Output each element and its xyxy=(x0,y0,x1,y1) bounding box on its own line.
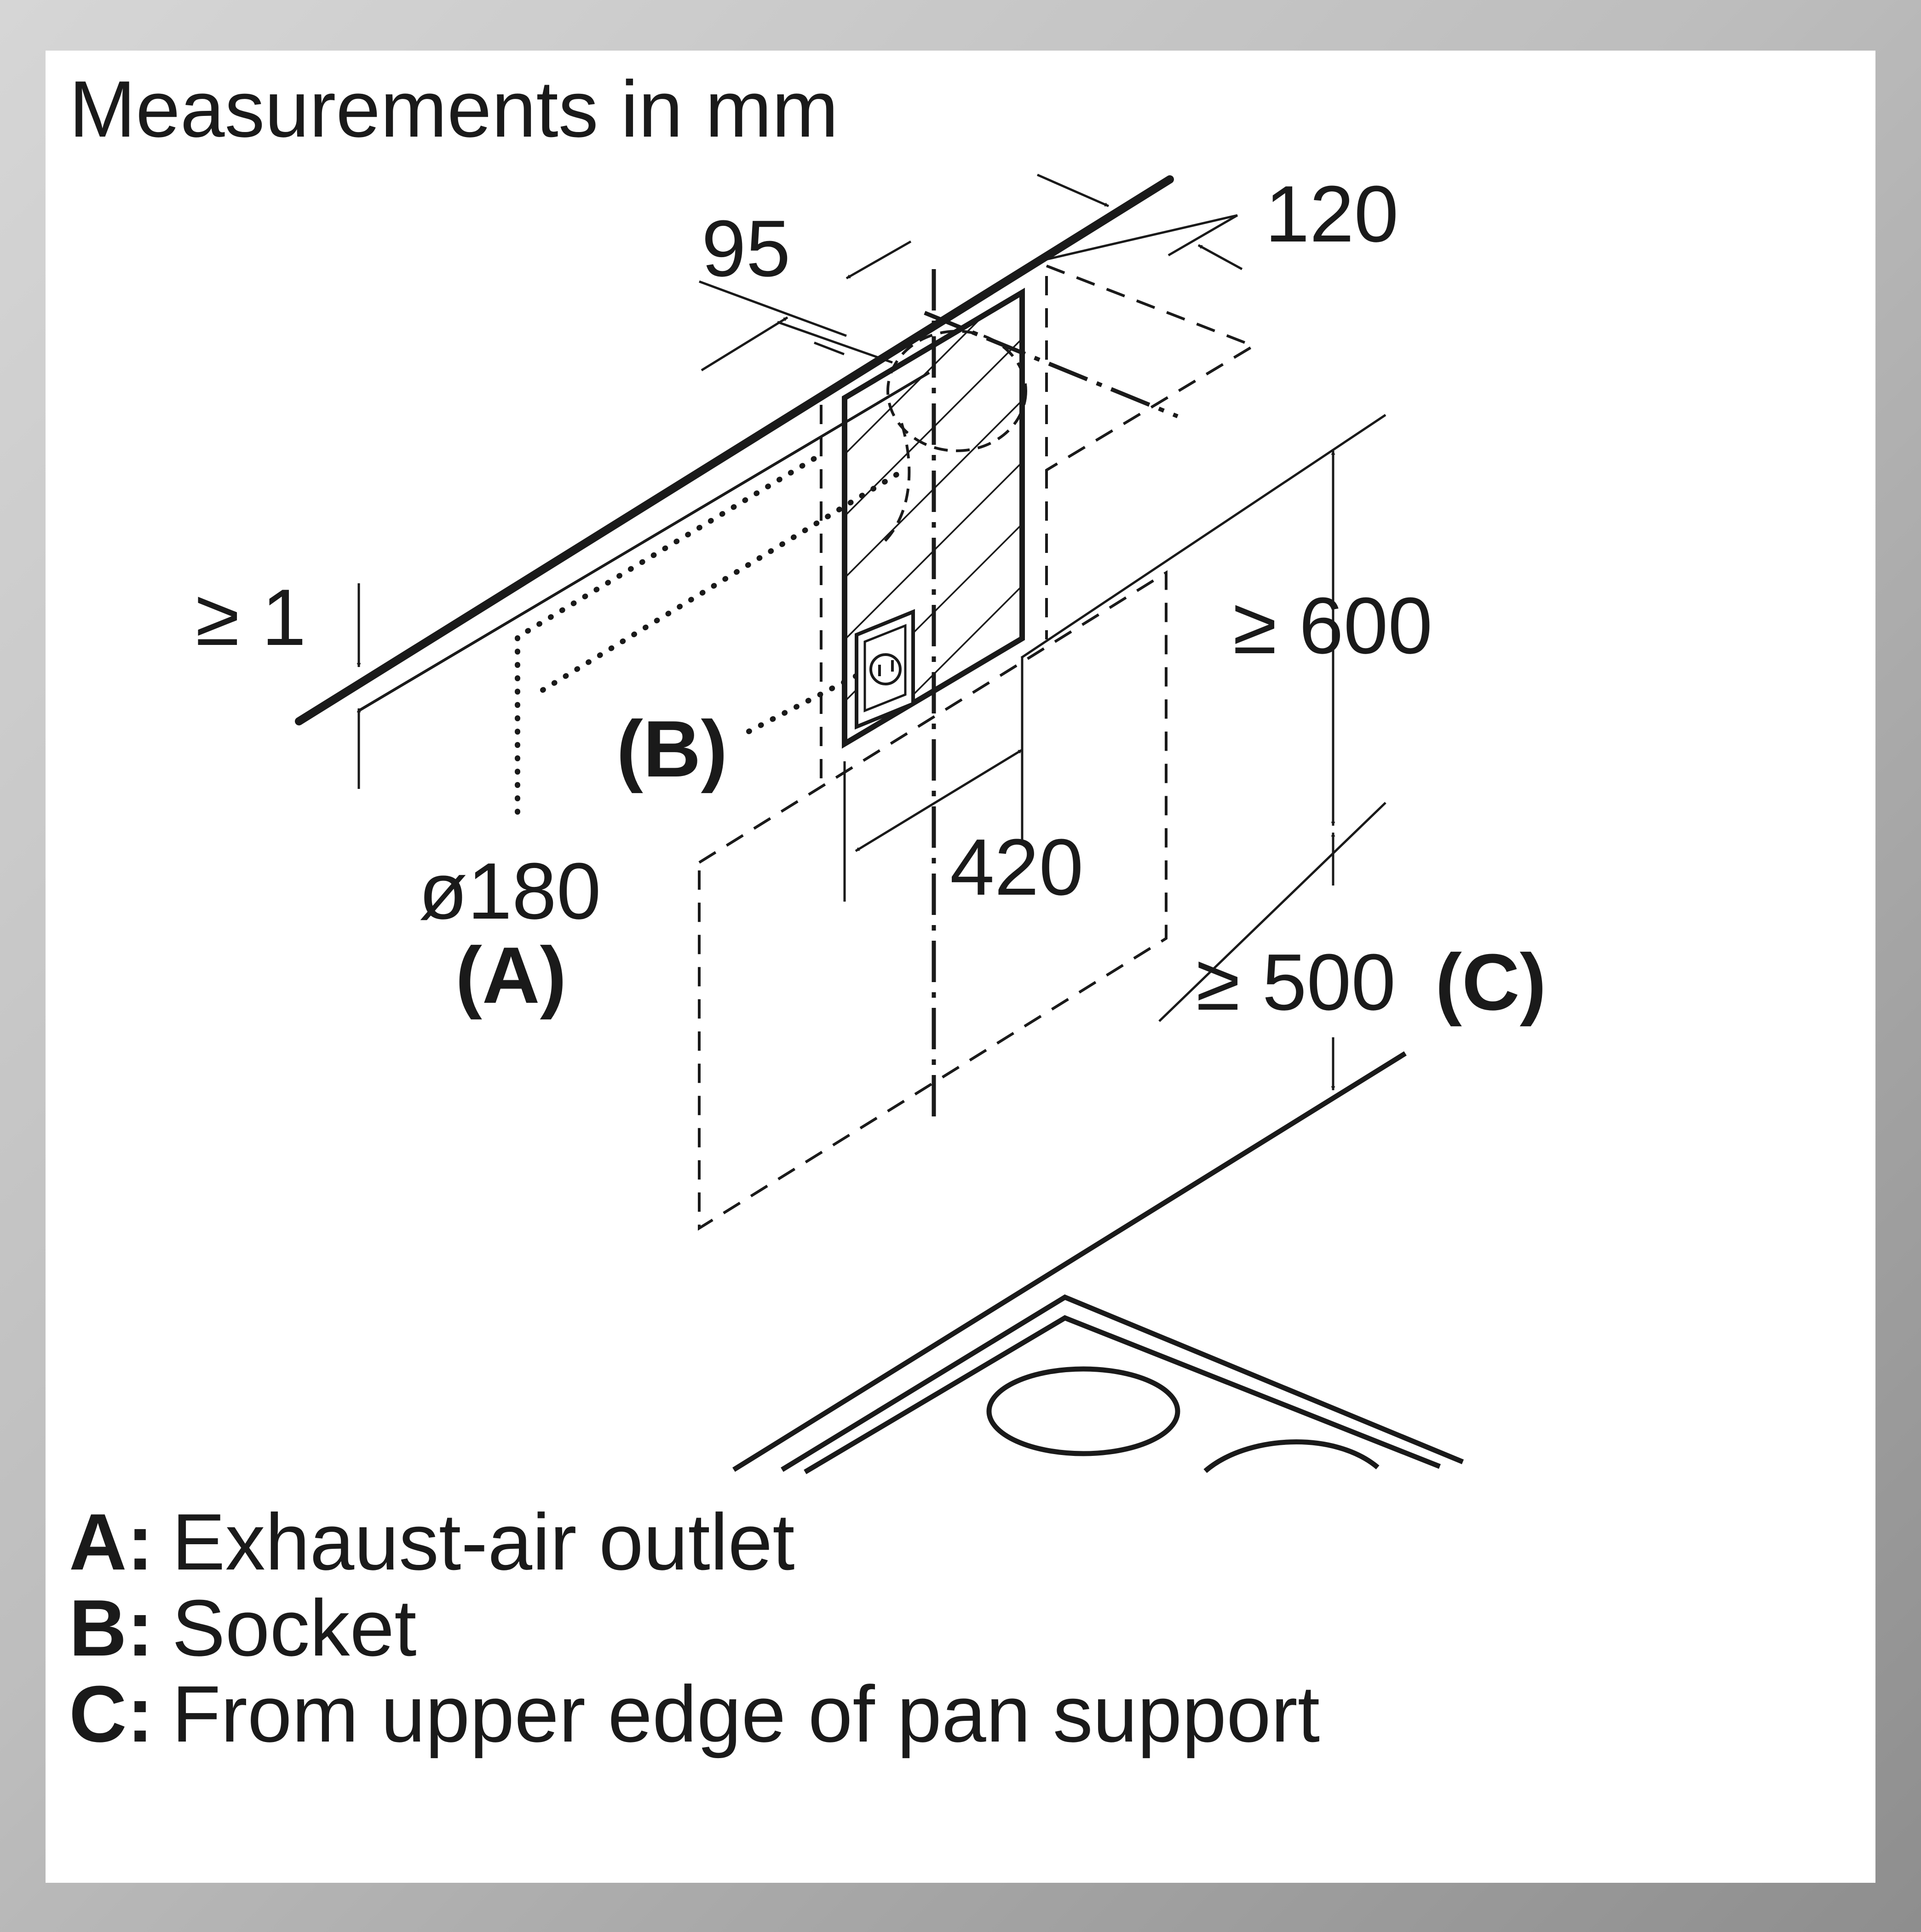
legend: A:Exhaust-air outlet B:Socket C:From upp… xyxy=(69,1502,1320,1760)
dotted-lines xyxy=(515,450,904,815)
hood-outline xyxy=(820,264,1257,782)
exhaust-outlet-outline xyxy=(882,330,1027,544)
socket-icon xyxy=(855,609,915,730)
label-600: ≥ 600 xyxy=(1233,581,1432,670)
cooktop xyxy=(732,1051,1464,1474)
legend-item-c: C:From upper edge of pan support xyxy=(69,1674,1320,1760)
label-ref-c: (C) xyxy=(1435,937,1547,1027)
arrow-95-right xyxy=(845,240,912,280)
page-title: Measurements in mm xyxy=(69,64,839,154)
label-diameter-180: ø180 xyxy=(419,846,601,936)
legend-key: A: xyxy=(69,1497,154,1587)
hood-canopy-outline xyxy=(698,570,1168,1231)
label-500: ≥ 500 xyxy=(1196,937,1396,1027)
ceiling-line xyxy=(295,175,1174,725)
legend-item-a: A:Exhaust-air outlet xyxy=(69,1502,1320,1588)
legend-key: C: xyxy=(69,1669,154,1759)
marker-b: (B) xyxy=(616,704,728,794)
legend-text: From upper edge of pan support xyxy=(172,1669,1320,1759)
arrow-420 xyxy=(855,748,1023,852)
legend-text: Exhaust-air outlet xyxy=(172,1497,795,1587)
arrow-120-left xyxy=(1036,173,1110,207)
ceiling-underside-line xyxy=(358,371,930,712)
label-95: 95 xyxy=(702,203,791,293)
depth-axis-line xyxy=(924,310,1179,419)
legend-key: B: xyxy=(69,1583,154,1673)
arrow-95-left xyxy=(701,316,788,372)
dimension-labels: 95 120 ≥ 1 ≥ 600 420 ø180 ≥ 500 (C) (B) … xyxy=(196,169,1547,1027)
cooktop-burner-back xyxy=(1203,1439,1380,1473)
label-clearance-1: ≥ 1 xyxy=(196,572,306,662)
dimension-arrows xyxy=(357,173,1335,1091)
legend-text: Socket xyxy=(172,1583,417,1673)
legend-item-b: B:Socket xyxy=(69,1588,1320,1674)
marker-a: (A) xyxy=(455,930,567,1020)
label-420: 420 xyxy=(950,822,1083,912)
label-120: 120 xyxy=(1265,169,1398,259)
cooktop-burner-front xyxy=(986,1366,1180,1456)
arrow-120-right xyxy=(1197,244,1243,270)
